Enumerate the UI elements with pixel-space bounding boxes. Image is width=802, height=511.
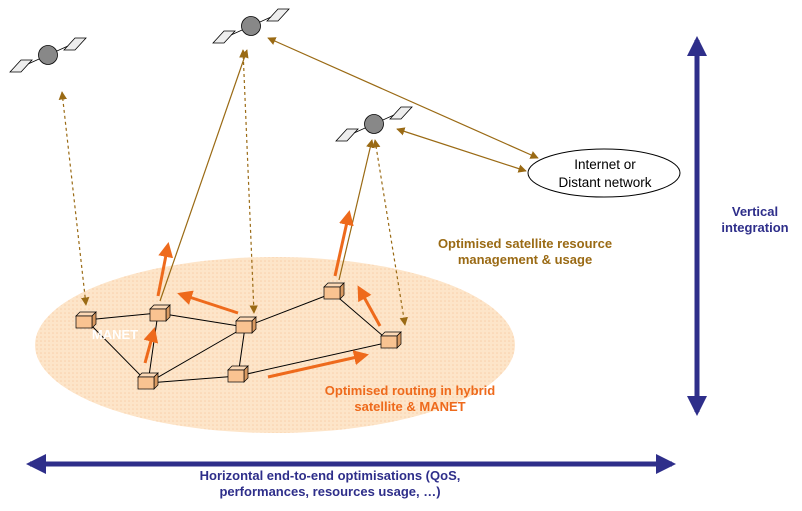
manet-node-icon — [137, 372, 159, 390]
horizontal-optimisation-label: Horizontal end-to-end optimisations (QoS… — [100, 468, 560, 501]
vertical-integration-label: Vertical integration — [700, 204, 802, 237]
manet-links — [85, 292, 391, 384]
manet-node-icon — [323, 282, 345, 300]
satellite-dashed-links — [58, 49, 408, 326]
internet-label-line2: Distant network — [558, 174, 652, 190]
satellite-icon — [212, 8, 290, 44]
manet-node-icon — [235, 316, 257, 334]
manet-node-icon — [75, 311, 97, 329]
routing-arrows — [143, 210, 382, 379]
routing-label-line1: Optimised routing in hybrid — [324, 383, 496, 398]
internet-label: Internet or Distant network — [530, 156, 680, 191]
manet-node-icon — [380, 331, 402, 349]
satellite-label-line1: Optimised satellite resource — [437, 236, 613, 251]
satellite-icon — [9, 37, 87, 73]
manet-label: MANET — [91, 327, 139, 342]
vertical-label-line1: Vertical — [731, 204, 779, 219]
manet-node-icon — [149, 304, 171, 322]
vertical-label-line2: integration — [721, 220, 789, 236]
internet-label-line1: Internet or — [574, 157, 636, 172]
manet-node-icon — [227, 365, 249, 383]
internet-cloud — [527, 148, 681, 198]
routing-label: Optimised routing in hybrid satellite & … — [305, 383, 515, 416]
satellite-icon — [335, 106, 413, 142]
horizontal-label-line2: performances, resources usage, …) — [219, 484, 441, 500]
satellite-label-line2: management & usage — [457, 252, 593, 268]
routing-label-line2: satellite & MANET — [354, 399, 466, 415]
horizontal-label-line1: Horizontal end-to-end optimisations (QoS… — [199, 468, 461, 483]
satellite-solid-links — [159, 37, 539, 302]
satellite-resource-label: Optimised satellite resource management … — [400, 236, 650, 269]
